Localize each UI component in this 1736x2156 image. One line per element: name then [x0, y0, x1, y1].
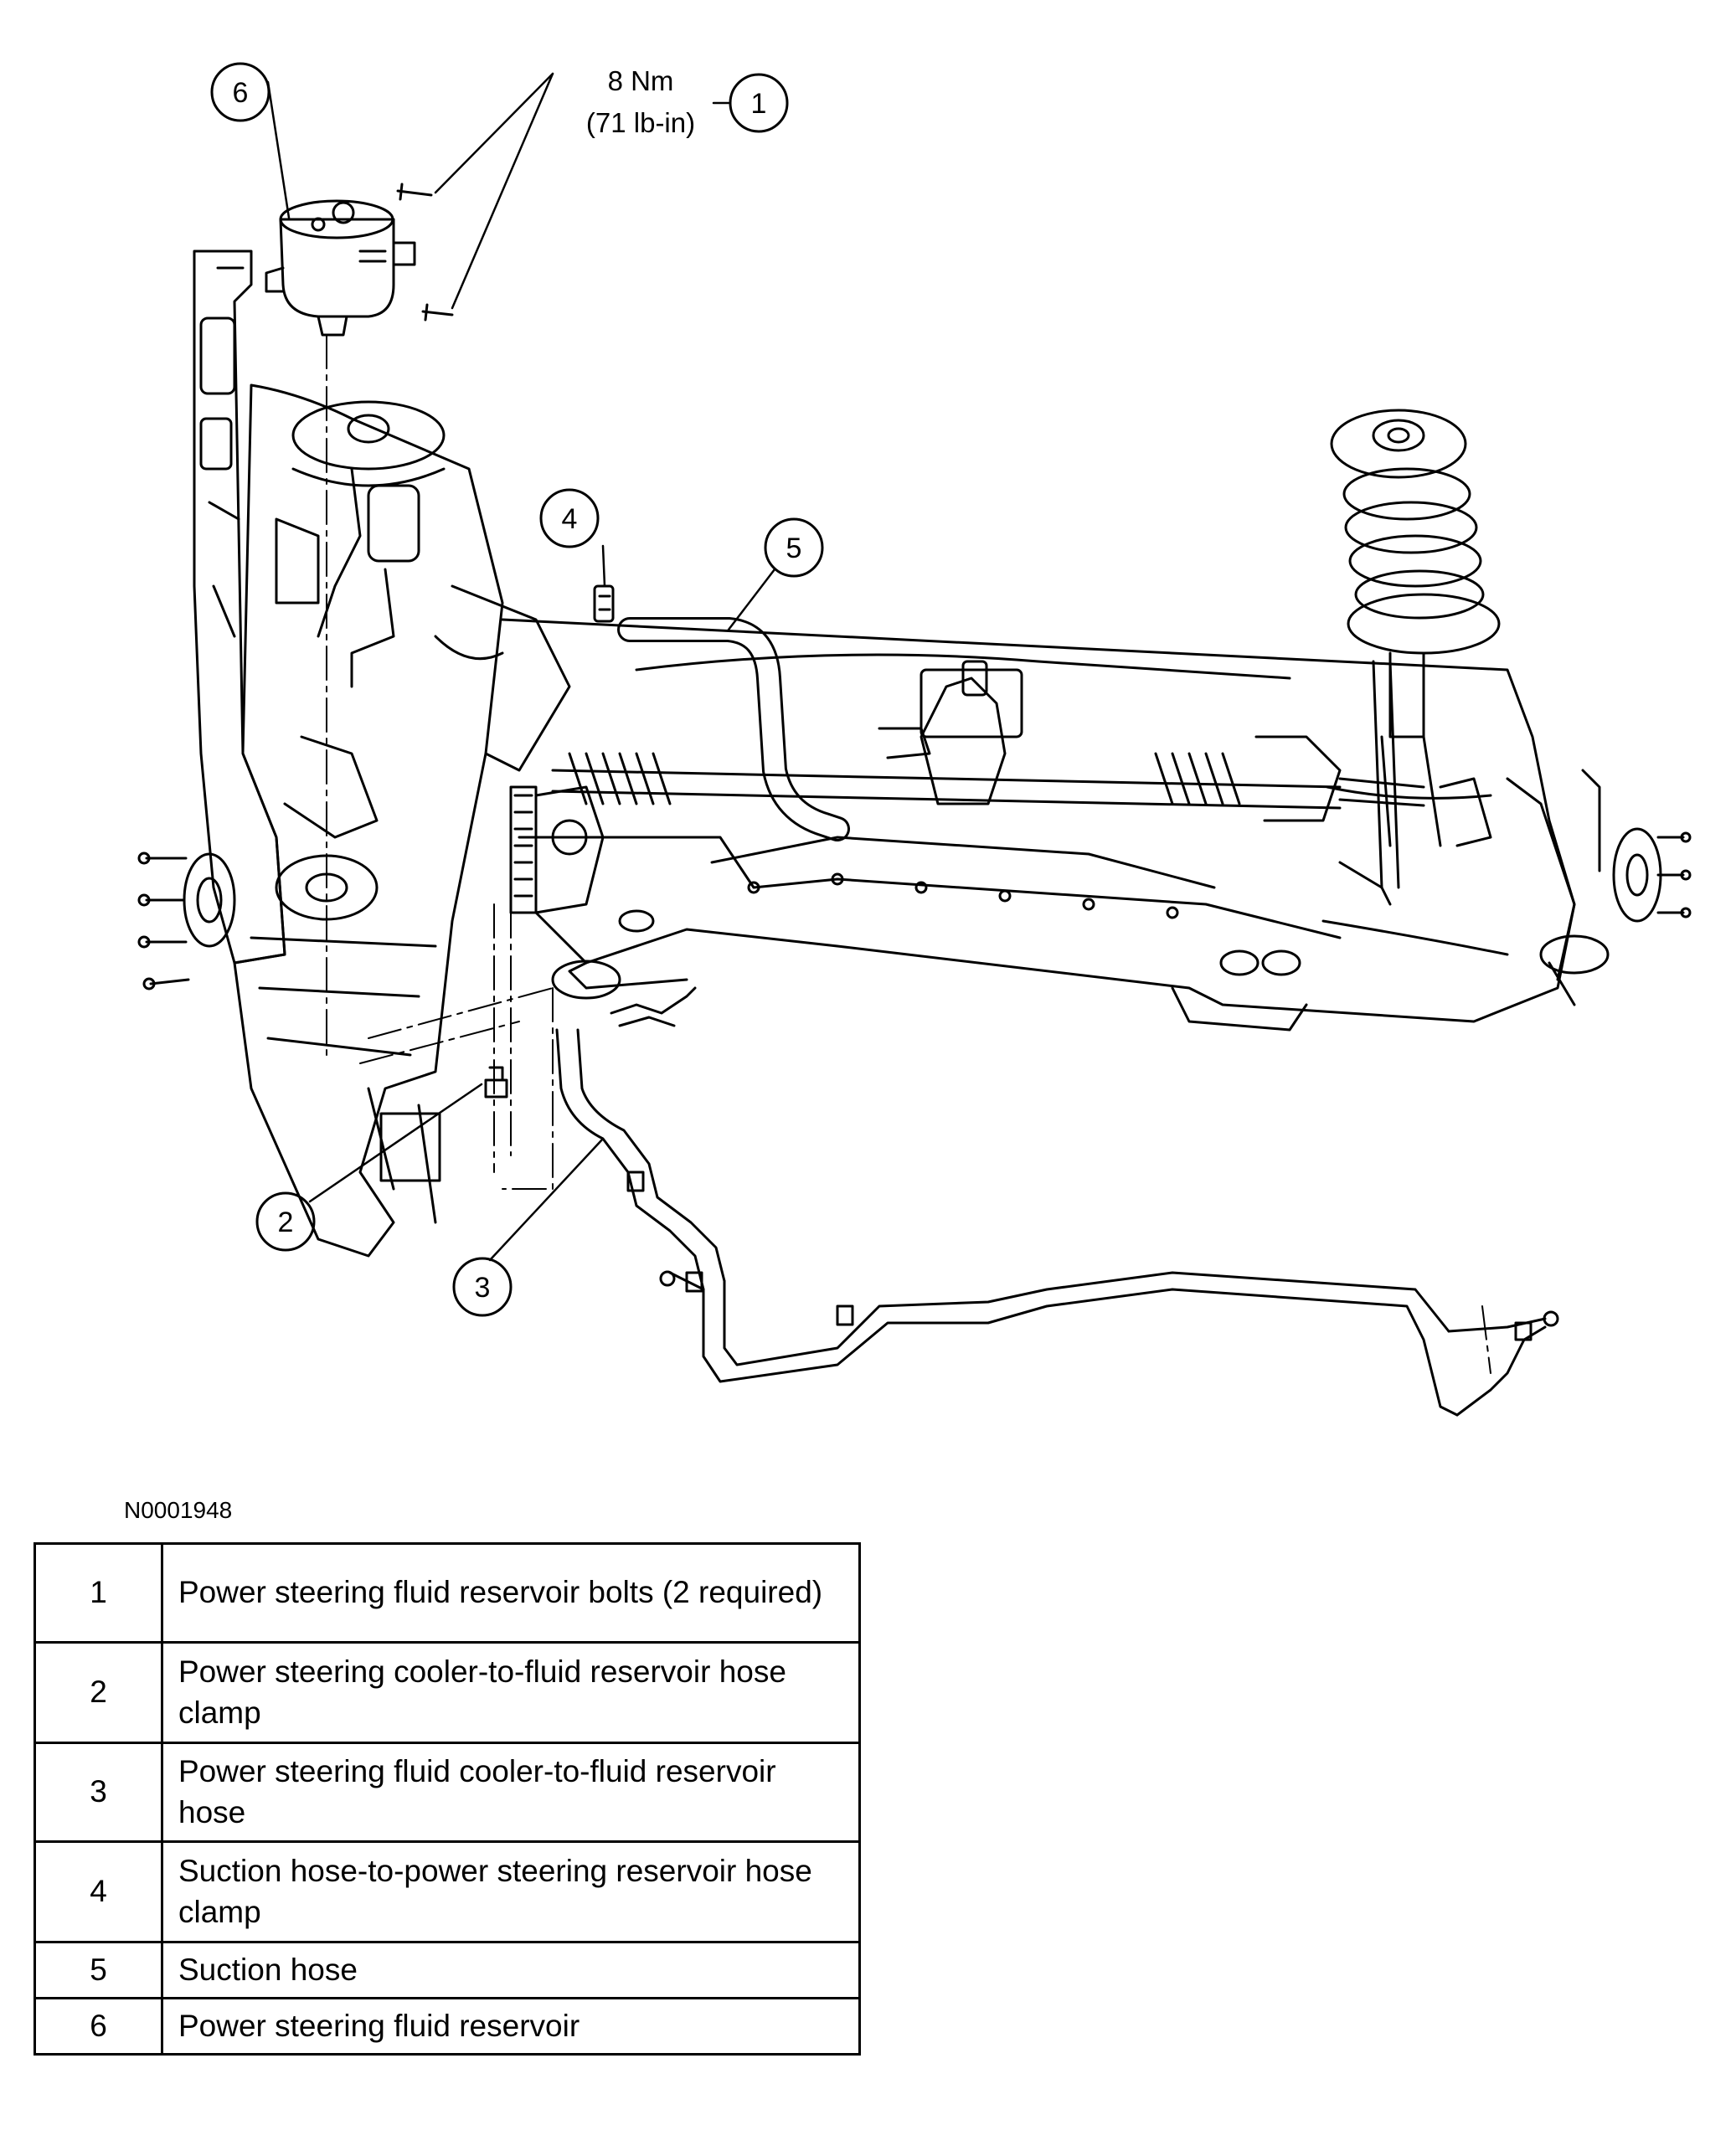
- legend-row: 3 Power steering fluid cooler-to-fluid r…: [33, 1742, 861, 1843]
- callout-2: [255, 1191, 316, 1252]
- callout-4-label: 4: [562, 503, 578, 535]
- callout-2-label: 2: [278, 1207, 294, 1238]
- cooler-hose-and-lines: [555, 986, 1559, 1417]
- legend-table: 1 Power steering fluid reservoir bolts (…: [33, 1542, 861, 2056]
- legend-row: 2 Power steering cooler-to-fluid reservo…: [33, 1641, 861, 1744]
- figure-reference-code: N0001948: [124, 1497, 233, 1523]
- callout-5: [764, 517, 824, 578]
- steering-rack: [551, 660, 1425, 822]
- legend-number: 1: [33, 1542, 163, 1644]
- legend-description: Power steering fluid reservoir: [161, 1997, 861, 2056]
- left-shock-tower: [233, 383, 571, 1258]
- leader-lines: [266, 72, 776, 1262]
- legend-row: 5 Suction hose: [33, 1940, 861, 2000]
- legend-description: Suction hose-to-power steering reservoir…: [161, 1840, 861, 1943]
- torque-spec-metric: 8 Nm: [608, 65, 674, 96]
- front-subframe: [501, 618, 1610, 1032]
- legend-row: 4 Suction hose-to-power steering reservo…: [33, 1840, 861, 1943]
- legend-number: 3: [33, 1742, 163, 1843]
- legend-description: Power steering cooler-to-fluid reservoir…: [161, 1641, 861, 1744]
- callout-3: [452, 1257, 513, 1317]
- callout-3-label: 3: [475, 1272, 491, 1304]
- torque-spec-imperial: (71 lb-in): [586, 107, 695, 138]
- legend-row: 6 Power steering fluid reservoir: [33, 1997, 861, 2056]
- callout-1: [729, 73, 789, 133]
- right-wheel-hub: [1326, 769, 1692, 1006]
- right-strut-assembly: [1330, 409, 1501, 889]
- callout-5-label: 5: [786, 533, 802, 564]
- left-wheel-hub: [137, 852, 236, 991]
- legend-number: 4: [33, 1840, 163, 1943]
- assembly-centerlines: [326, 334, 1491, 1374]
- suction-hose-clamp: [593, 584, 615, 623]
- power-steering-fluid-reservoir: [265, 199, 416, 337]
- legend-description: Power steering fluid cooler-to-fluid res…: [161, 1742, 861, 1843]
- left-frame-rail: [193, 250, 286, 965]
- legend-number: 2: [33, 1641, 163, 1744]
- suction-hose: [617, 617, 850, 841]
- legend-row: 1 Power steering fluid reservoir bolts (…: [33, 1542, 861, 1644]
- legend-number: 5: [33, 1940, 163, 2000]
- power-steering-diagram: 1 2 3 4 5 6 8 Nm (71 lb-in): [137, 62, 1692, 1417]
- callout-6-label: 6: [233, 77, 249, 109]
- callout-4: [539, 488, 600, 548]
- callout-1-label: 1: [751, 88, 767, 120]
- callout-6: [210, 62, 270, 122]
- reservoir-bolts: [396, 183, 454, 322]
- legend-number: 6: [33, 1997, 163, 2056]
- legend-description: Power steering fluid reservoir bolts (2 …: [161, 1542, 861, 1644]
- cooler-hose-clamp: [484, 1066, 508, 1099]
- power-steering-pump: [509, 785, 605, 914]
- legend-description: Suction hose: [161, 1940, 861, 2000]
